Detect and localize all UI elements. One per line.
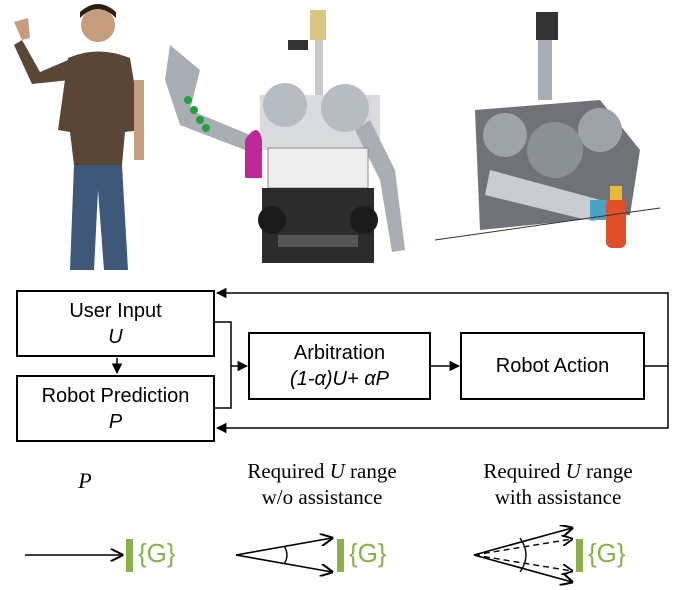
user-input-block: User Input U: [16, 290, 215, 357]
caption-with-assistance: Required U range with assistance: [458, 458, 658, 510]
arbitration-block: Arbitration (1-α)U+ αP: [248, 332, 431, 400]
robot-action-title: Robot Action: [495, 355, 610, 377]
goal-bar-1: [126, 539, 133, 572]
block-diagram-arrows: [111, 287, 669, 434]
caption-without-assistance: Required U range w/o assistance: [222, 458, 422, 510]
caption-with-line1: Required U range: [483, 459, 633, 483]
range-illustrations: [25, 525, 684, 590]
goal-label-3: {G}: [588, 538, 626, 568]
goal-label-2: {G}: [349, 538, 387, 568]
user-input-symbol: U: [108, 325, 123, 348]
photo-strip: [14, 4, 661, 270]
robot-prediction-block: Robot Prediction P: [16, 375, 215, 442]
user-photo: [14, 4, 144, 270]
narrow-range-dashed-lower: [473, 554, 572, 571]
narrow-range-dashed-upper: [473, 539, 572, 556]
arbitration-formula: (1-α)U+ αP: [290, 368, 389, 390]
grasping-robot-photo: [434, 12, 661, 248]
caption-with-line2: with assistance: [494, 485, 622, 509]
caption-without-line2: w/o assistance: [261, 485, 383, 509]
robot-action-block: Robot Action: [460, 332, 645, 400]
goal-label-1: {G}: [138, 538, 176, 568]
goal-bar-2: [337, 539, 344, 572]
goal-bar-3: [576, 539, 583, 572]
p-label: P: [78, 468, 92, 493]
caption-without-line1: Required U range: [247, 459, 397, 483]
arbitration-title: Arbitration: [293, 342, 386, 364]
robot-prediction-title: Robot Prediction: [41, 384, 190, 407]
dual-arm-robot-photo: [165, 10, 405, 263]
robot-prediction-symbol: P: [108, 410, 123, 433]
user-input-title: User Input: [69, 299, 162, 322]
